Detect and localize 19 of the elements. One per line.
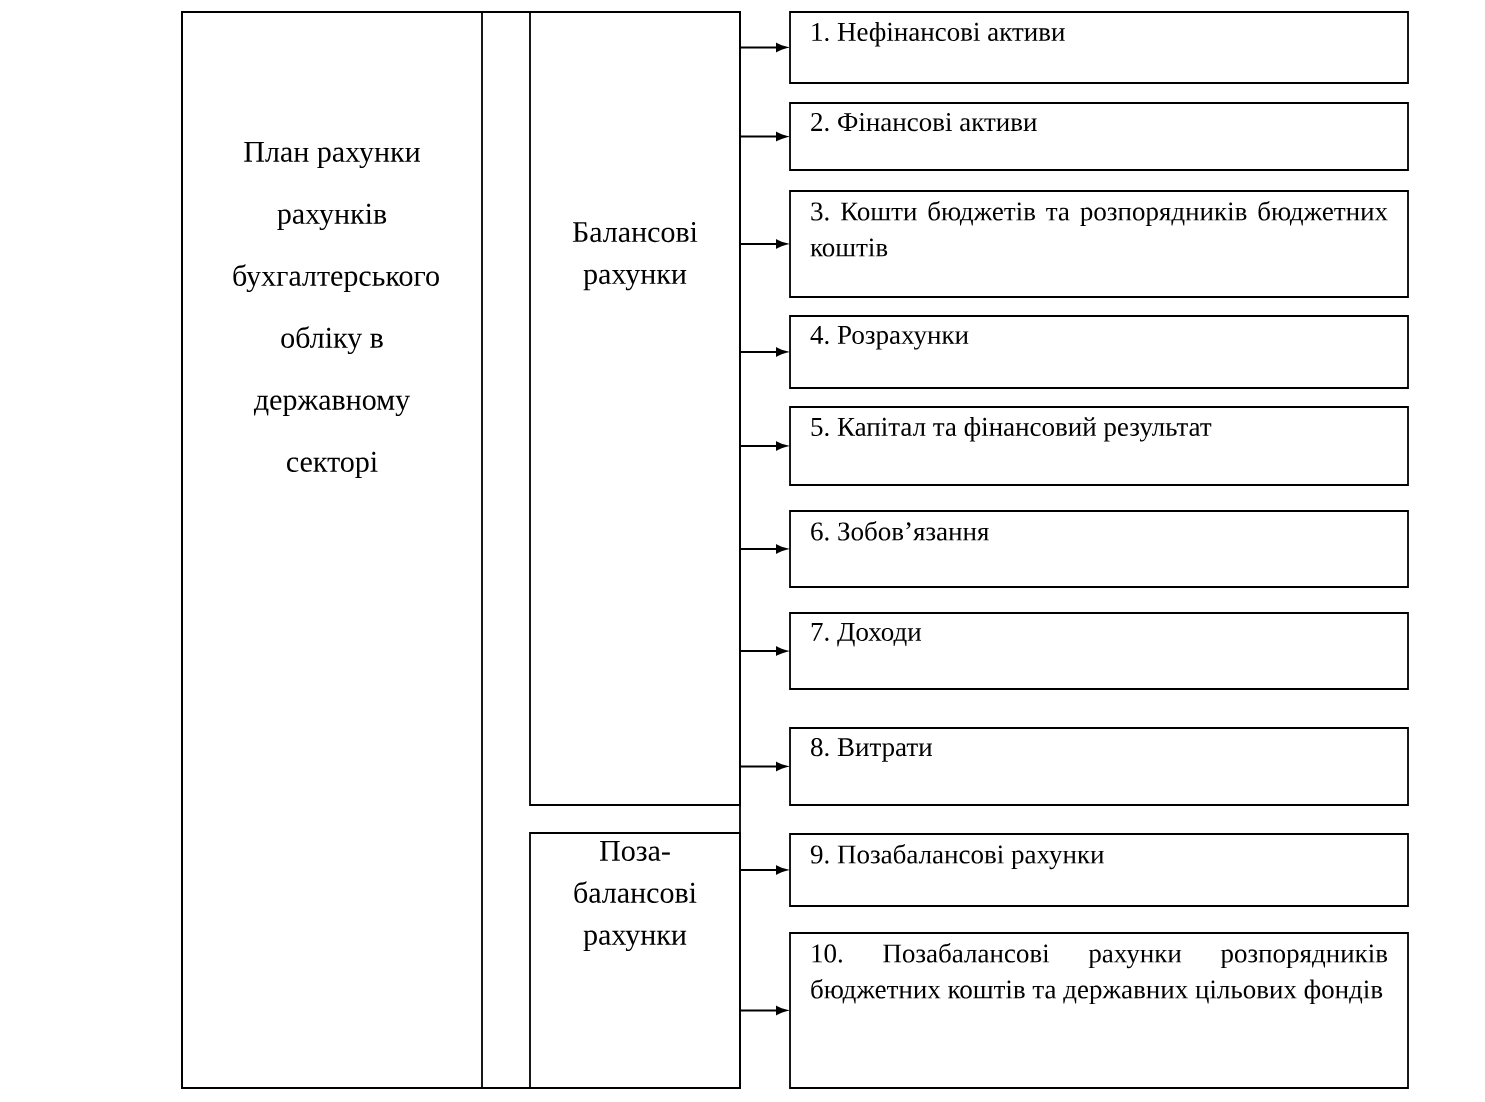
group-box: Поза- балансові рахунки — [529, 832, 741, 1089]
account-box: 7. Доходи — [789, 612, 1409, 690]
arrow — [739, 646, 787, 656]
arrow — [739, 544, 787, 554]
arrow — [739, 239, 787, 249]
account-box: 9. Позабалансові рахунки — [789, 833, 1409, 907]
arrow — [739, 347, 787, 357]
arrow — [739, 441, 787, 451]
account-box: 10. Позабалансові рахунки розпорядників бюджетних коштів та державних цільових фондів — [789, 932, 1409, 1089]
account-box: 3. Кошти бюджетів та розпорядників бюджетних коштів — [789, 190, 1409, 298]
account-box: 1. Нефінансові активи — [789, 11, 1409, 84]
account-box: 2. Фінансові активи — [789, 102, 1409, 171]
account-box: 4. Розрахунки — [789, 315, 1409, 389]
group-box: Балансові рахунки — [529, 11, 741, 806]
plan-box: План рахунки рахунків бухгалтерського обліку в державному секторі — [181, 11, 483, 1089]
account-box: 6. Зобов’язання — [789, 510, 1409, 588]
arrow — [739, 865, 787, 875]
account-box: 5. Капітал та фінансовий результат — [789, 406, 1409, 486]
account-box: 8. Витрати — [789, 727, 1409, 806]
